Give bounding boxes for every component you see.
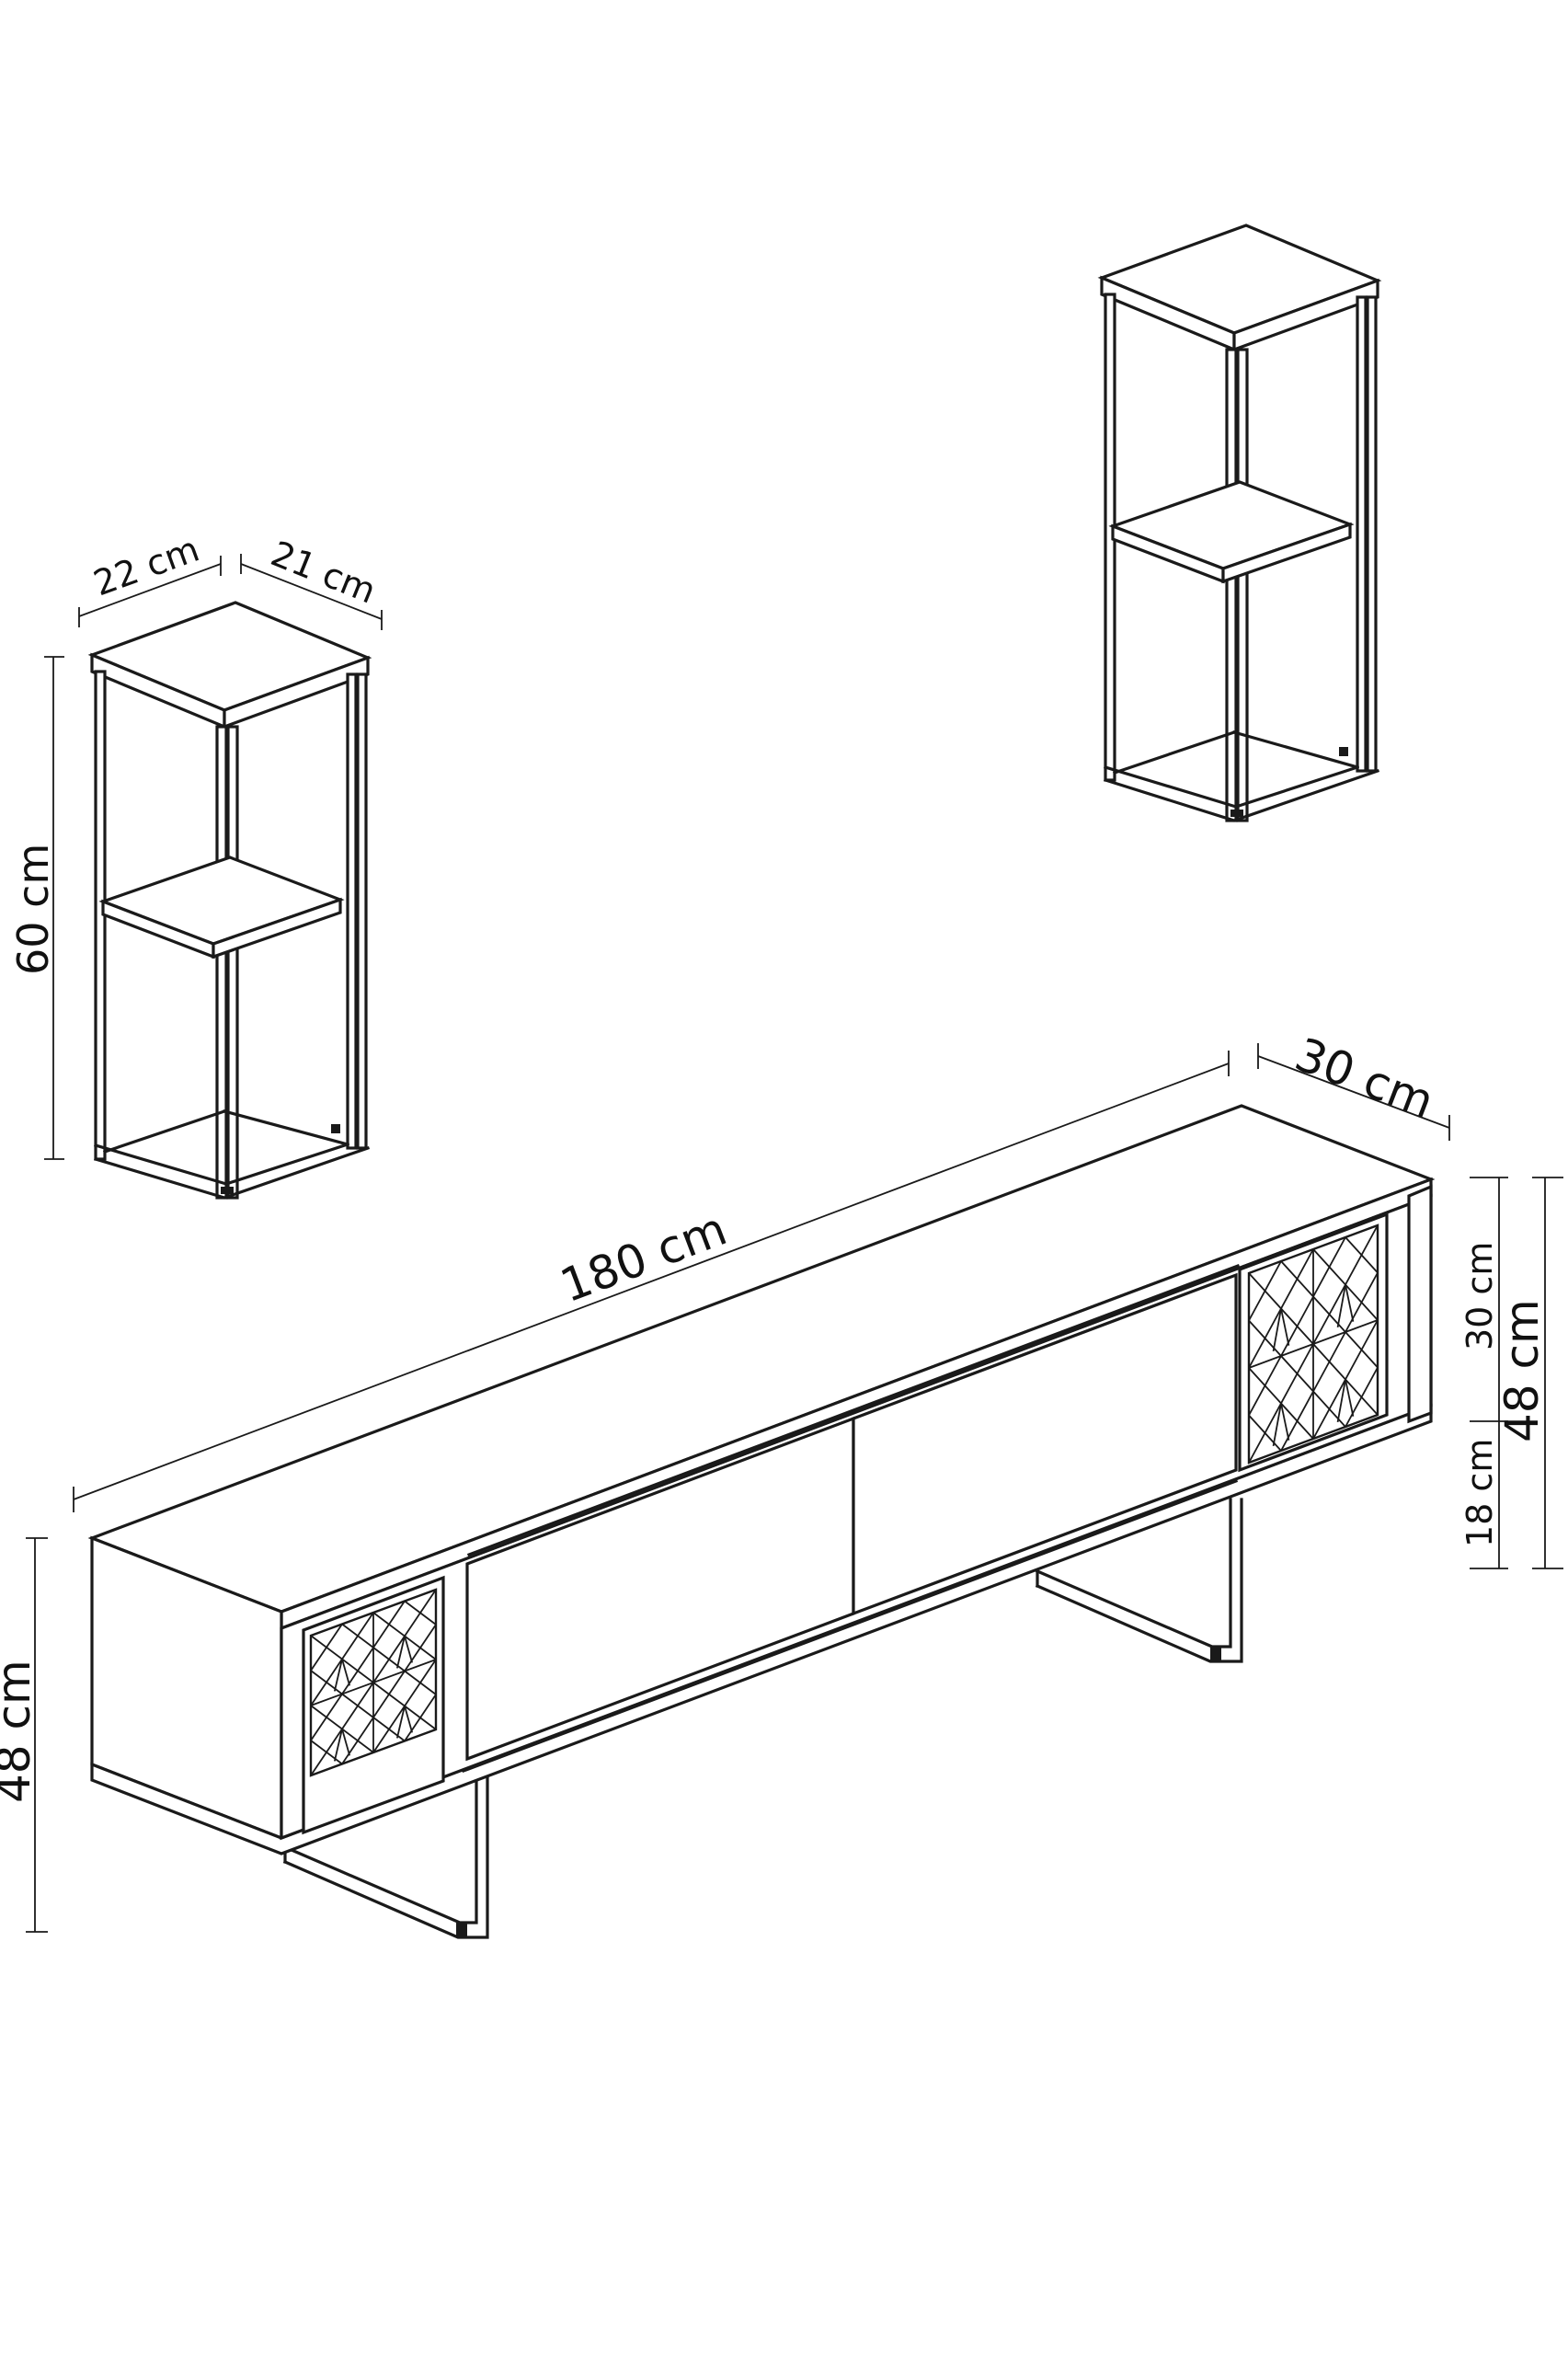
label-small-depth: 22 cm xyxy=(88,529,204,604)
label-tv-height-right: 48 cm xyxy=(1495,1299,1549,1442)
label-small-width: 21 cm xyxy=(266,534,382,612)
label-tv-depth: 30 cm xyxy=(1288,1028,1441,1129)
right-sliding-door[interactable] xyxy=(852,1272,1238,1616)
right-shelf-top xyxy=(1097,224,1382,335)
tv-unit xyxy=(87,1104,1436,1939)
tv-unit-legs xyxy=(282,1498,1243,1939)
right-shelf-unit xyxy=(1097,224,1382,822)
label-tv-height-left: 48 cm xyxy=(0,1660,40,1803)
label-tv-body-height: 30 cm xyxy=(1459,1242,1500,1350)
left-shelf-top xyxy=(87,601,372,712)
label-small-height: 60 cm xyxy=(8,844,58,975)
label-tv-length: 180 cm xyxy=(554,1202,734,1314)
left-shelf-unit xyxy=(87,601,372,1200)
label-tv-leg-height: 18 cm xyxy=(1459,1439,1500,1547)
left-door-pattern xyxy=(309,1588,438,1777)
right-door-pattern xyxy=(1247,1223,1379,1465)
